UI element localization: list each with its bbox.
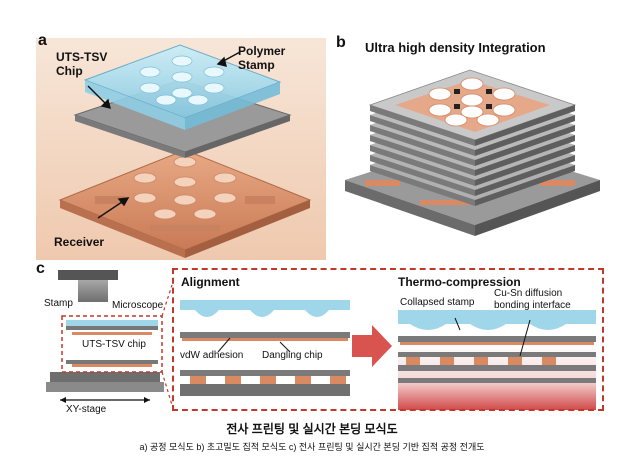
panel-c-letter: c (36, 260, 45, 277)
panel-b-letter: b (336, 34, 346, 51)
chip-label-line2: Chip (56, 64, 83, 78)
alignment-title: Alignment (181, 275, 240, 289)
receiver-label: Receiver (54, 235, 105, 249)
polymer-stamp (83, 44, 282, 130)
zoom-detail-box (172, 268, 604, 411)
stamp-label-c: Stamp (44, 298, 73, 309)
caption-title: 전사 프린팅 및 실시간 본딩 모식도 (226, 422, 398, 436)
panel-a-arrows (87, 51, 241, 219)
microscope-label: Microscope (112, 300, 164, 311)
collapsed-stamp-label: Collapsed stamp (400, 297, 475, 308)
stamp-label-line2: Stamp (238, 58, 275, 72)
process-arrow (352, 325, 392, 367)
panel-b-title: Ultra high density Integration (365, 40, 546, 55)
alignment-inset (180, 300, 350, 396)
bonder-apparatus (46, 270, 164, 403)
bonding-label-line2: bonding interface (494, 300, 571, 311)
panel-a-letter: a (38, 32, 47, 49)
dangling-chip-label: Dangling chip (262, 350, 323, 361)
bonding-label-line1: Cu-Sn diffusion (494, 288, 563, 299)
thermo-inset (398, 310, 596, 410)
stacked-chips (345, 69, 600, 236)
vdw-label: vdW adhesion (180, 350, 244, 361)
thermo-title: Thermo-compression (398, 275, 521, 289)
stamp-label-line1: Polymer (238, 44, 286, 58)
uts-tsv-chip-label: UTS-TSV chip (82, 339, 146, 350)
chip-label-line1: UTS-TSV (56, 50, 108, 64)
receiver-substrate (58, 149, 312, 258)
caption-subtitle: a) 공정 모식도 b) 초고밀도 집적 모식도 c) 전사 프린팅 및 실시간… (139, 442, 485, 452)
zoom-source-box (61, 315, 163, 373)
xy-stage-label: XY-stage (66, 404, 107, 415)
